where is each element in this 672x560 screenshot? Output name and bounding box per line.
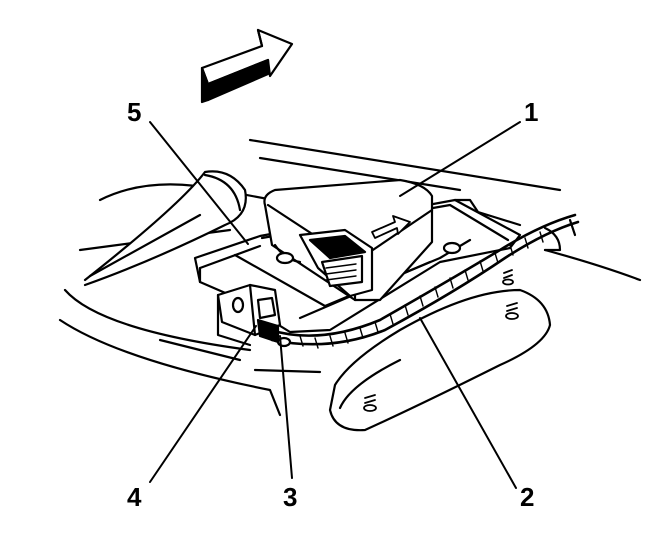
leader-line-5 [149, 121, 249, 245]
leader-line-2 [419, 317, 517, 489]
forward-arrow-icon [200, 28, 294, 104]
callout-3: 3 [283, 482, 298, 512]
callout-2: 2 [520, 482, 535, 512]
callout-5: 5 [127, 97, 142, 127]
up-arrow-icon [371, 215, 411, 239]
callout-1: 1 [524, 97, 539, 127]
floor-panel [58, 138, 642, 417]
leader-lines [149, 121, 521, 489]
leader-line-3 [279, 335, 293, 479]
callout-4: 4 [127, 482, 142, 512]
bolt [363, 269, 519, 412]
leader-line-4 [149, 325, 257, 483]
right-pad [328, 269, 552, 432]
control-module [263, 178, 462, 302]
wiring-harness [268, 213, 580, 349]
left-pad [83, 170, 247, 287]
leader-line-1 [399, 121, 521, 197]
